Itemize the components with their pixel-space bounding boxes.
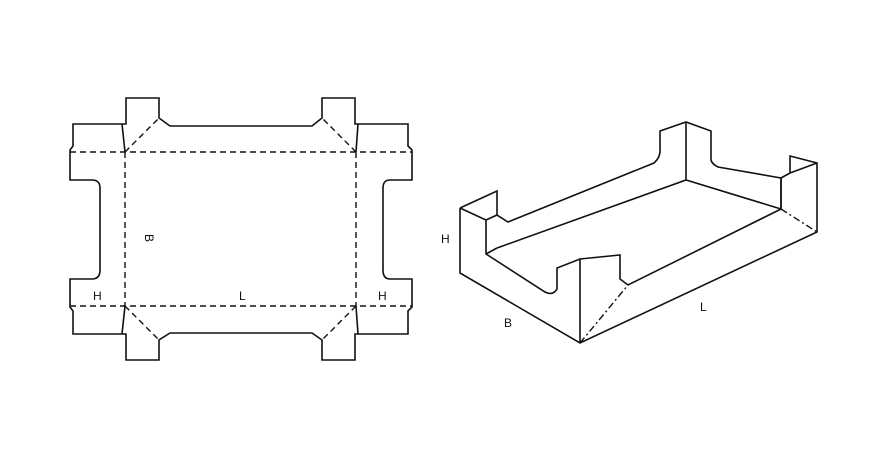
tray-dashdot-folds [579,208,818,344]
tray-left-wall [459,207,581,343]
tray-outline [459,121,818,344]
tray-label-length: L [700,300,707,314]
flat-label-height-left: H [93,289,102,303]
flat-layout: H L H B [69,97,413,361]
assembled-tray: H B L [441,121,818,344]
flat-outline [69,97,413,361]
flat-fold-lines [70,117,412,341]
flat-label-height-right: H [378,289,387,303]
tray-label-height: H [441,232,450,246]
flat-label-breadth: B [142,234,156,242]
tray-interior-edges [496,122,782,249]
tray-front-corner [579,208,782,286]
tray-label-breadth: B [504,316,512,330]
flat-label-length: L [239,289,246,303]
flat-slot-cuts [121,123,359,335]
